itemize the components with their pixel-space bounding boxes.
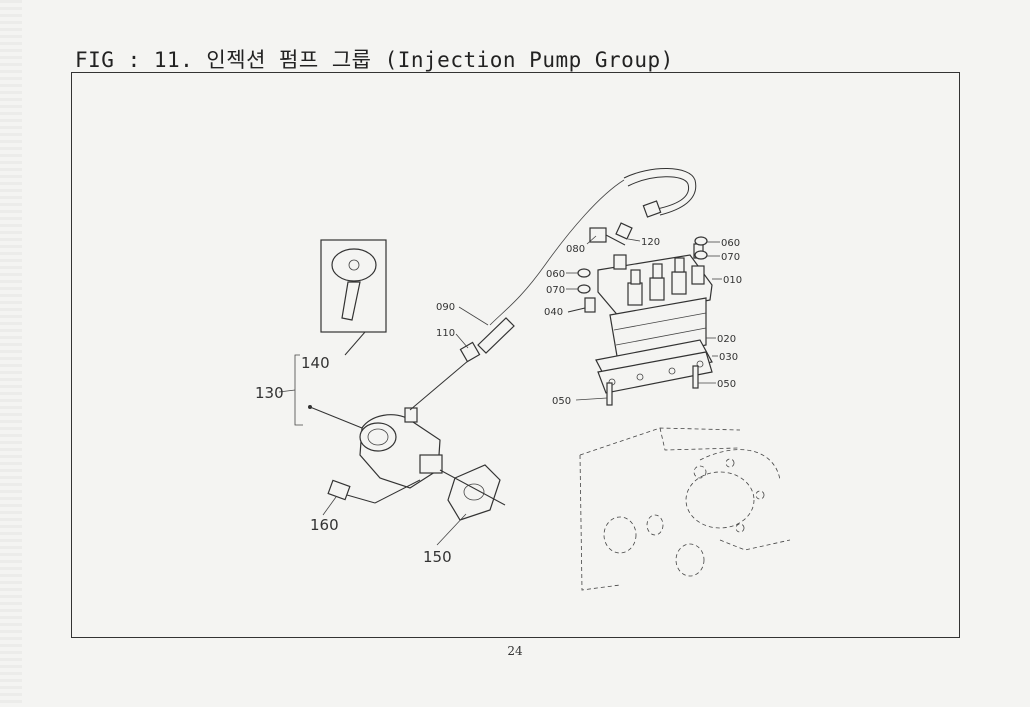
- callout-010: 010: [723, 275, 742, 286]
- callout-130: 130: [255, 384, 284, 402]
- inset-detail-140: [294, 239, 387, 426]
- callout-150: 150: [423, 548, 452, 566]
- injection-pump-body: [567, 222, 713, 406]
- page-number: 24: [507, 644, 523, 658]
- callout-060-right: 060: [721, 238, 740, 249]
- fuel-return-hose: [489, 168, 697, 326]
- callout-070-left: 070: [546, 285, 565, 296]
- callout-labels: 060 070 010 020 030 050 050 060 070 040 …: [255, 237, 742, 566]
- callout-110: 110: [436, 328, 455, 339]
- callout-160: 160: [310, 516, 339, 534]
- engine-block-outline: [579, 427, 791, 591]
- fuel-feed-pump: [308, 317, 515, 521]
- diagram-frame: [71, 72, 960, 638]
- callout-lines: [278, 235, 722, 546]
- callout-050-right: 050: [717, 379, 736, 390]
- callout-050-left: 050: [552, 396, 571, 407]
- callout-070-right: 070: [721, 252, 740, 263]
- callout-030: 030: [719, 352, 738, 363]
- callout-090: 090: [436, 302, 455, 313]
- figure-title: FIG : 11. 인젝션 펌프 그룹 (Injection Pump Grou…: [75, 48, 674, 72]
- callout-040: 040: [544, 307, 563, 318]
- callout-140: 140: [301, 354, 330, 372]
- callout-020: 020: [717, 334, 736, 345]
- callout-080: 080: [566, 244, 585, 255]
- callout-060-left: 060: [546, 269, 565, 280]
- callout-120: 120: [641, 237, 660, 248]
- scan-edge: [0, 0, 22, 707]
